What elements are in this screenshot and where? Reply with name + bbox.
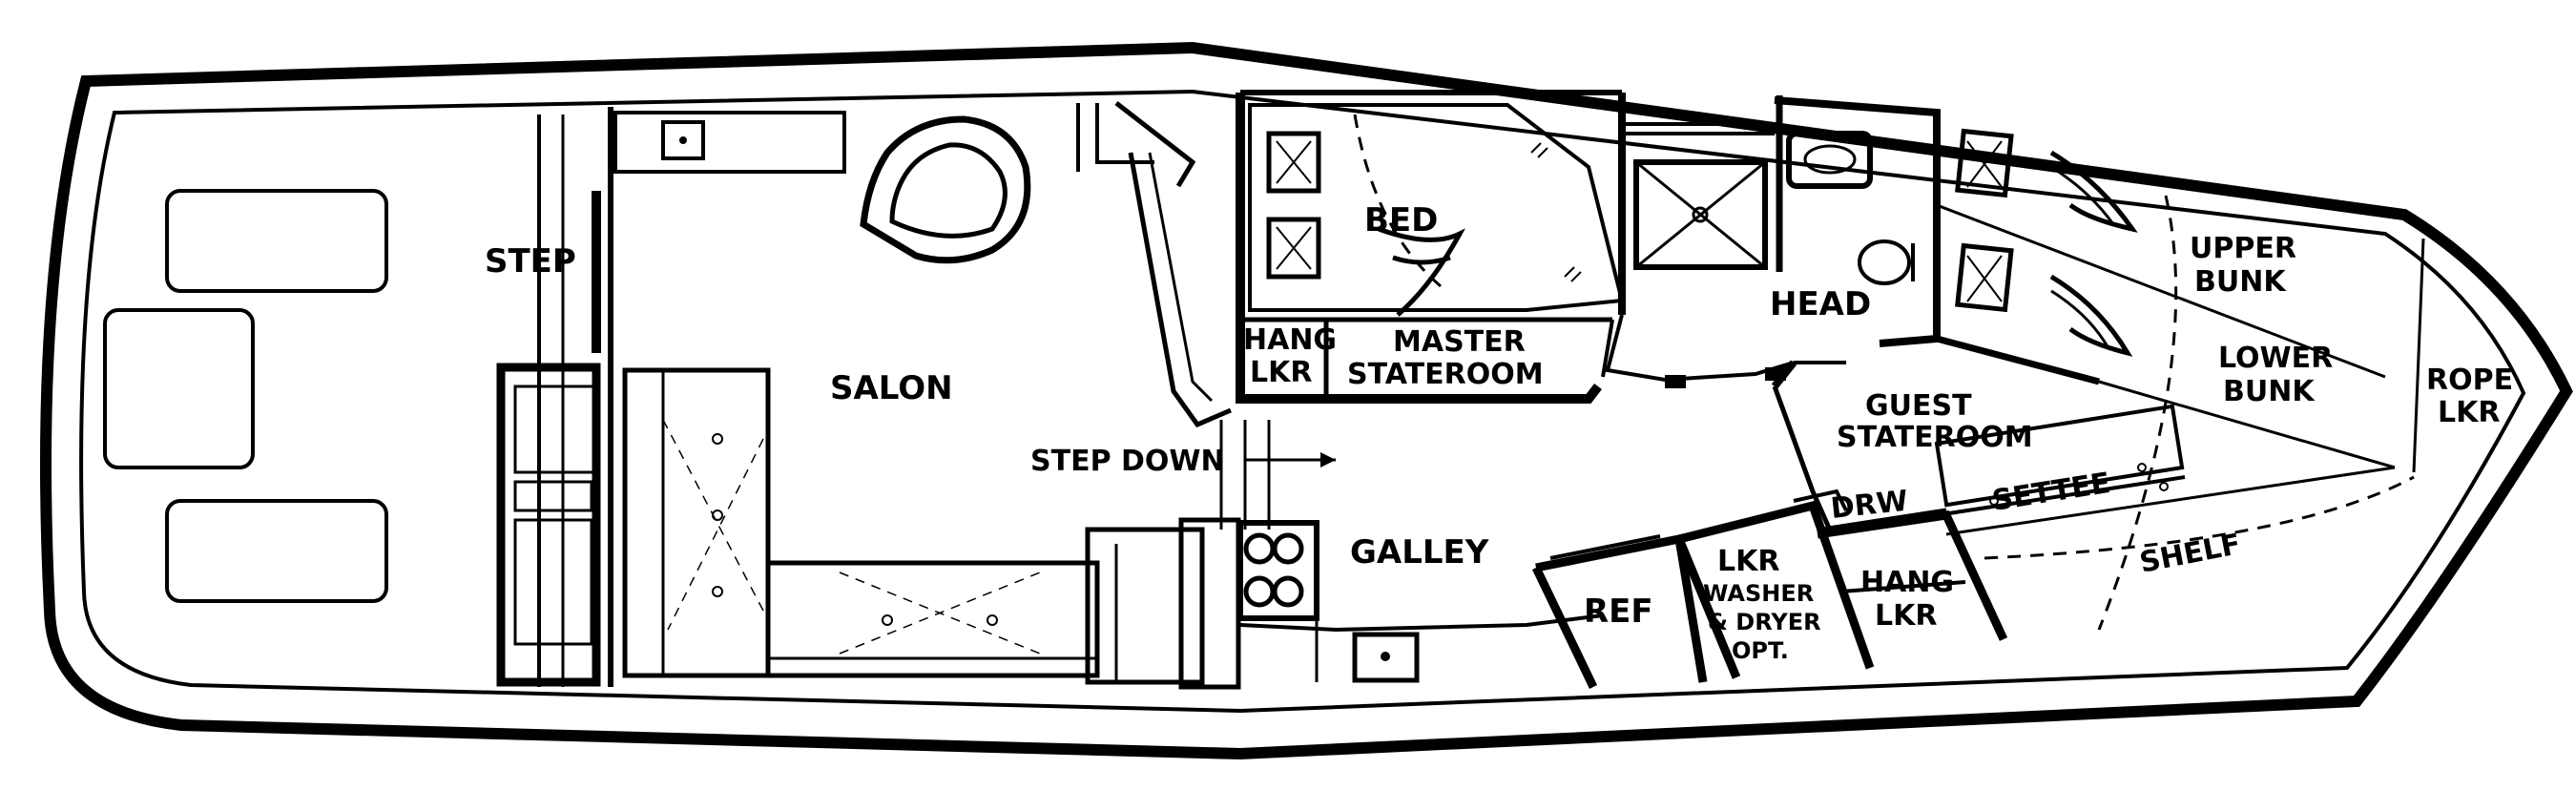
galley-label: GALLEY (1350, 533, 1489, 572)
salon-area (608, 107, 1205, 687)
head-label: HEAD (1770, 285, 1871, 323)
shelf-label: SHELF (2137, 528, 2244, 580)
master-hang-lkr-label: HANG LKR (1243, 323, 1347, 389)
salon-label: SALON (830, 369, 953, 407)
ref-and-lockers (1531, 500, 2008, 689)
aft-deck (103, 114, 601, 687)
upper-bunk-label: UPPER BUNK (2190, 232, 2306, 299)
step-down-label: STEP DOWN (1030, 445, 1225, 478)
hull (40, 41, 2573, 760)
settee-label: SETTEE (1990, 467, 2113, 518)
salon-chair (860, 115, 1031, 264)
lower-bunk-label: LOWER BUNK (2218, 342, 2343, 408)
ref-label: REF (1584, 592, 1653, 631)
guest-stateroom-label: GUEST STATEROOM (1837, 389, 2033, 454)
bed-label: BED (1364, 201, 1438, 239)
step-label: STEP (485, 242, 576, 281)
master-stateroom-label: MASTER STATEROOM (1347, 325, 1544, 391)
rope-lkr-label: ROPE LKR (2426, 364, 2524, 429)
drw-label: DRW (1829, 485, 1909, 526)
guest-hang-lkr-label: HANG LKR (1860, 566, 1964, 633)
washer-locker-label: LKR WASHER & DRYER OPT. (1703, 545, 1826, 664)
head-room (1605, 93, 1941, 389)
step-down-stair (1076, 101, 1336, 690)
guest-stateroom (1772, 195, 2415, 631)
forward-bunks (1933, 113, 2425, 473)
